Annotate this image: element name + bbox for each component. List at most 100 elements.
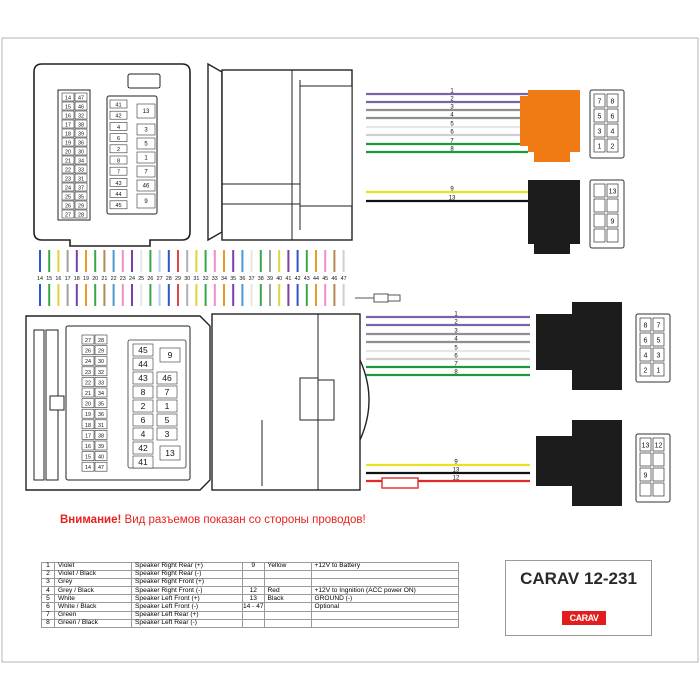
pinout-label: 3 <box>598 128 602 135</box>
module-pin-label: 43 <box>115 181 121 187</box>
legend-pin: 7 <box>41 610 55 620</box>
optional-wire-label: 23 <box>120 276 126 282</box>
module-pin-label: 43 <box>138 373 148 383</box>
optional-wire-label: 26 <box>147 276 153 282</box>
legend-function <box>310 570 459 580</box>
pin-cell <box>74 119 88 129</box>
wire-label: 4 <box>450 112 454 118</box>
optional-wire-label: 32 <box>203 276 209 282</box>
pinout-cell <box>606 108 619 123</box>
module-pin-cell <box>156 371 178 385</box>
pin-label: 36 <box>78 140 84 146</box>
pinout-label: 7 <box>657 322 661 329</box>
pin-cell <box>74 146 88 156</box>
pin-label: 21 <box>85 391 91 397</box>
pin-cell <box>74 137 88 147</box>
pinout-label: 13 <box>642 442 650 449</box>
pinout-label: 9 <box>644 472 648 479</box>
pin-label: 30 <box>78 149 84 155</box>
pin-label: 20 <box>65 149 71 155</box>
pin-cell <box>61 173 75 183</box>
pin-label: 19 <box>65 140 71 146</box>
wire-label: 7 <box>450 138 454 144</box>
legend-pin: 8 <box>41 618 55 628</box>
module-pin-label: 2 <box>141 401 146 411</box>
pin-cell <box>81 366 95 377</box>
pin-label: 38 <box>98 433 104 439</box>
pin-cell <box>74 128 88 138</box>
module-pin-label: 4 <box>117 125 120 131</box>
pinout-cell <box>652 482 665 497</box>
legend-color: Red <box>263 586 312 596</box>
pin-label: 27 <box>85 338 91 344</box>
pinout-label: 1 <box>598 143 602 150</box>
legend-pin <box>242 578 265 588</box>
model-number: CARAV 12-231 <box>520 569 637 588</box>
legend-function <box>310 578 459 588</box>
pin-cell <box>74 110 88 120</box>
pin-label: 34 <box>78 158 84 164</box>
pinout-label: 8 <box>644 322 648 329</box>
module-pin-cell <box>132 441 154 455</box>
optional-wire-label: 47 <box>341 276 347 282</box>
legend-pin: 13 <box>242 594 265 604</box>
wire-label: 6 <box>454 353 458 359</box>
pin-cell <box>74 182 88 192</box>
pin-label: 20 <box>85 402 91 408</box>
pin-cell <box>94 451 108 461</box>
pin-cell <box>61 101 75 111</box>
pin-label: 47 <box>78 95 84 101</box>
legend-function: +12V to Battery <box>310 561 459 572</box>
optional-wire-label: 19 <box>83 276 89 282</box>
legend-color: Yellow <box>263 561 312 572</box>
legend-pin <box>242 570 265 580</box>
module-pin-cell <box>109 166 128 176</box>
module-pin-label: 3 <box>165 429 170 439</box>
pin-cell <box>81 355 95 366</box>
pin-cell <box>94 366 108 377</box>
pinout-cell <box>652 437 665 452</box>
legend-function: +12V to Ingnition (ACC power ON) <box>310 586 459 596</box>
legend-function: Speaker Right Front (-) <box>131 586 243 596</box>
pin-cell <box>94 440 108 451</box>
legend-color: White <box>54 594 132 604</box>
pin-label: 32 <box>78 113 84 119</box>
module-pin-cell <box>156 385 178 399</box>
optional-wire-label: 17 <box>65 276 71 282</box>
legend-function <box>310 610 459 620</box>
module-pin-cell <box>132 455 154 469</box>
legend-pin: 9 <box>242 561 265 572</box>
pin-label: 39 <box>78 131 84 137</box>
module-pin-cell <box>109 155 128 165</box>
optional-wire-label: 39 <box>267 276 273 282</box>
optional-wire-label: 35 <box>230 276 236 282</box>
module-pin-cell <box>109 200 128 210</box>
legend-pin: 6 <box>41 602 55 612</box>
pin-cell <box>94 355 108 366</box>
pinout-label: 8 <box>611 98 615 105</box>
module-pin-label: 9 <box>168 350 173 360</box>
pinout-label: 5 <box>657 337 661 344</box>
wire-label: 6 <box>450 129 454 135</box>
pin-cell <box>94 387 108 398</box>
pin-cell <box>81 398 95 408</box>
plug-body-bottom <box>211 313 370 491</box>
legend-color <box>263 610 312 620</box>
pinout-cell <box>606 183 619 198</box>
pin-cell <box>81 408 95 419</box>
pinout-cell <box>606 198 619 213</box>
pinout-label: 6 <box>644 337 648 344</box>
pin-cell <box>61 200 75 210</box>
module-pin-label: 45 <box>115 203 121 209</box>
wire-label: 5 <box>454 345 458 351</box>
